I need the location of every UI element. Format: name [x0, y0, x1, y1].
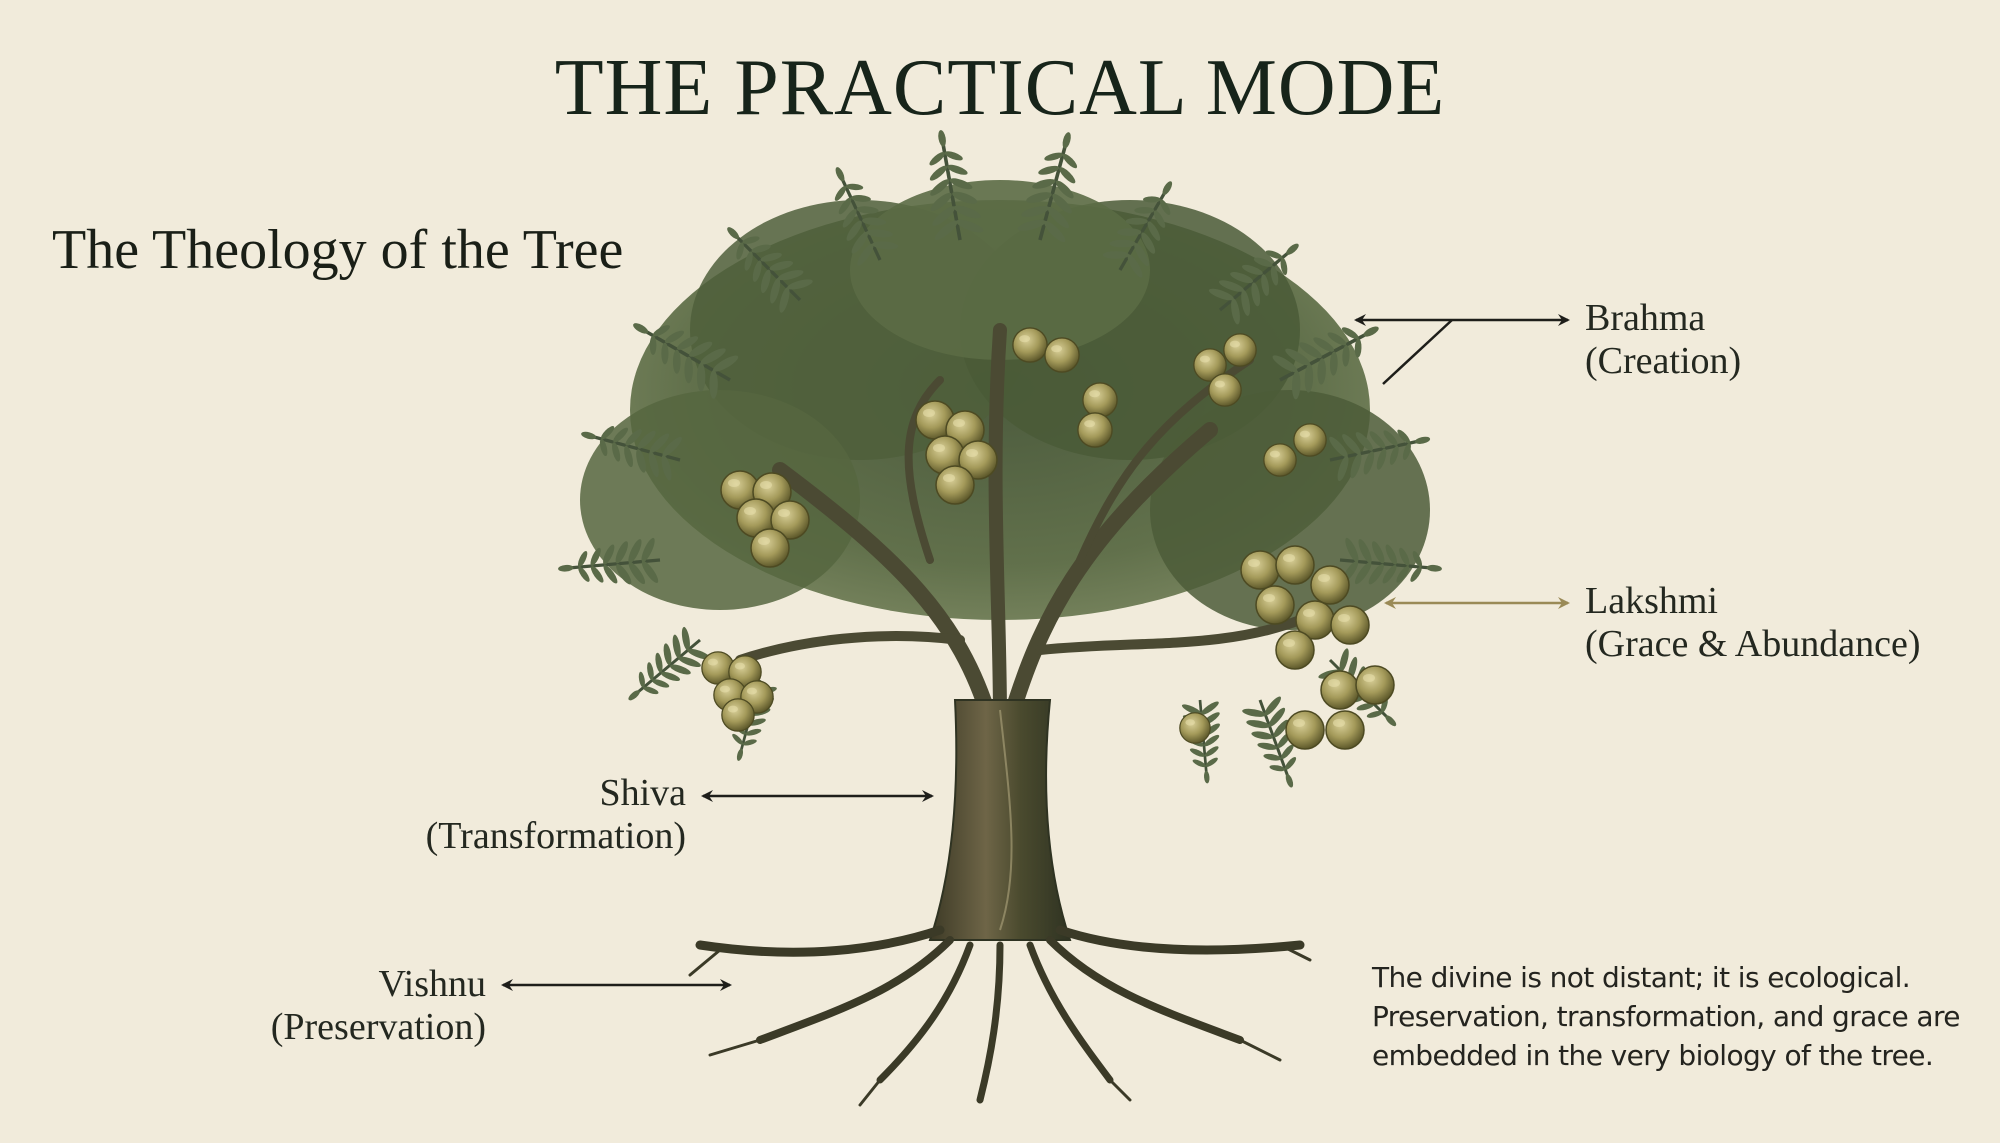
slide-subtitle: The Theology of the Tree	[52, 219, 624, 281]
label-vishnu-name: Vishnu	[378, 963, 486, 1005]
slide-title: THE PRACTICAL MODE	[554, 44, 1446, 132]
tree-roots	[688, 925, 1312, 1107]
label-brahma: Brahma (Creation)	[1585, 297, 1741, 383]
tree-trunk	[928, 699, 1072, 941]
caption-text: The divine is not distant; it is ecologi…	[1372, 958, 1992, 1075]
label-vishnu: Vishnu (Preservation)	[200, 963, 486, 1049]
label-lakshmi-name: Lakshmi	[1585, 580, 1718, 622]
caption-line-2: Preservation, transformation, and grace …	[1372, 1000, 1960, 1033]
label-brahma-role: (Creation)	[1585, 340, 1742, 382]
label-vishnu-role: (Preservation)	[270, 1006, 486, 1048]
label-shiva-name: Shiva	[599, 772, 686, 814]
label-shiva-role: (Transformation)	[425, 815, 686, 857]
caption-line-3: embedded in the very biology of the tree…	[1372, 1039, 1934, 1072]
brahma-arrow	[1354, 314, 1570, 385]
caption-line-1: The divine is not distant; it is ecologi…	[1372, 961, 1911, 994]
label-lakshmi: Lakshmi (Grace & Abundance)	[1585, 580, 1921, 666]
label-shiva: Shiva (Transformation)	[380, 772, 686, 858]
label-brahma-name: Brahma	[1585, 297, 1706, 339]
label-lakshmi-role: (Grace & Abundance)	[1585, 623, 1921, 665]
